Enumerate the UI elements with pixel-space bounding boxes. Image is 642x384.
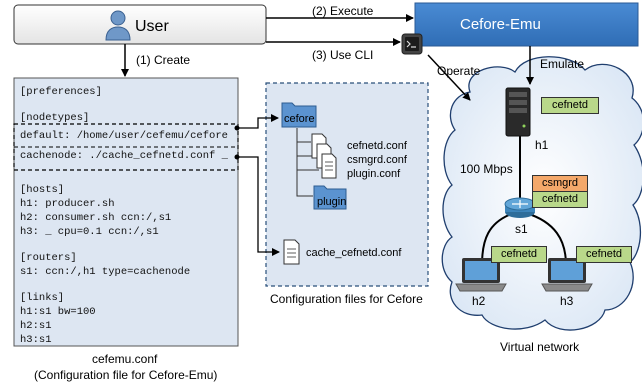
create-arrow-label: (1) Create bbox=[136, 53, 191, 67]
user-box bbox=[13, 4, 267, 45]
s1-cefnetd-tag: cefnetd bbox=[532, 191, 588, 208]
cefore-folder-icon bbox=[281, 102, 317, 128]
operate-arrow bbox=[427, 54, 471, 101]
conf-line: h1:s1 bw=100 bbox=[20, 306, 96, 318]
conf-line: [hosts] bbox=[20, 184, 65, 196]
user-icon bbox=[105, 10, 131, 41]
h3-cefnetd-tag: cefnetd bbox=[576, 246, 632, 263]
file-label: cefnetd.conf bbox=[347, 140, 407, 152]
conf-line: h1: producer.sh bbox=[20, 198, 115, 210]
cefemu-conf-box bbox=[13, 77, 239, 347]
conf-line: [routers] bbox=[20, 252, 77, 264]
laptop-icon-h3 bbox=[541, 258, 593, 292]
conf-caption-subtitle: (Configuration file for Cefore-Emu) bbox=[34, 368, 218, 382]
file-label: plugin.conf bbox=[347, 168, 401, 180]
router-icon bbox=[504, 197, 536, 218]
cache-file-label: cache_cefnetd.conf bbox=[306, 247, 402, 259]
s1-label: s1 bbox=[515, 222, 528, 236]
link-bandwidth-label: 100 Mbps bbox=[460, 162, 513, 176]
nodetypes-highlight bbox=[13, 123, 239, 171]
conf-line: cachenode: ./cache_cefnetd.conf _ bbox=[20, 150, 228, 162]
h3-label: h3 bbox=[560, 294, 574, 308]
s1-csmgrd-tag: csmgrd bbox=[532, 175, 588, 192]
cefore-emu-label: Cefore-Emu bbox=[460, 16, 541, 33]
conf-line: [preferences] bbox=[20, 86, 102, 98]
cefore-folder-label: cefore bbox=[284, 113, 315, 125]
virtual-network-caption: Virtual network bbox=[500, 340, 580, 354]
conf-line: [nodetypes] bbox=[20, 112, 90, 124]
conf-line: h3:s1 bbox=[20, 334, 52, 346]
file-label: csmgrd.conf bbox=[347, 154, 407, 166]
plugin-folder-label: plugin bbox=[317, 196, 347, 208]
conf-file-icons bbox=[311, 133, 337, 179]
h2-label: h2 bbox=[472, 294, 486, 308]
conf-caption-title: cefemu.conf bbox=[92, 352, 158, 366]
h2-cefnetd-tag: cefnetd bbox=[491, 246, 547, 263]
conf-line: default: /home/user/cefemu/cefore bbox=[20, 130, 228, 142]
default-link-arrow bbox=[237, 114, 279, 129]
server-icon bbox=[505, 87, 531, 137]
operate-arrow-label: Operate bbox=[437, 64, 481, 78]
terminal-icon bbox=[401, 33, 423, 55]
execute-arrow-label: (2) Execute bbox=[312, 4, 374, 18]
config-files-caption: Configuration files for Cefore bbox=[270, 292, 423, 306]
user-label: User bbox=[135, 18, 169, 35]
use-cli-arrow-label: (3) Use CLI bbox=[312, 48, 374, 62]
conf-line: h3: _ cpu=0.1 ccn:/,s1 bbox=[20, 226, 159, 238]
h1-cefnetd-tag: cefnetd bbox=[541, 97, 599, 114]
laptop-icon-h2 bbox=[455, 258, 507, 292]
cefore-emu-box bbox=[414, 2, 639, 47]
cache-file-icon bbox=[283, 239, 300, 265]
plugin-folder-icon bbox=[313, 185, 347, 210]
conf-line: s1: ccn:/,h1 type=cachenode bbox=[20, 266, 191, 278]
conf-line: [links] bbox=[20, 292, 65, 304]
cachenode-link-arrow bbox=[237, 156, 280, 256]
conf-line: h2:s1 bbox=[20, 320, 52, 332]
emulate-arrow-label: Emulate bbox=[540, 57, 585, 71]
conf-line: h2: consumer.sh ccn:/,s1 bbox=[20, 212, 172, 224]
h1-label: h1 bbox=[535, 138, 549, 152]
